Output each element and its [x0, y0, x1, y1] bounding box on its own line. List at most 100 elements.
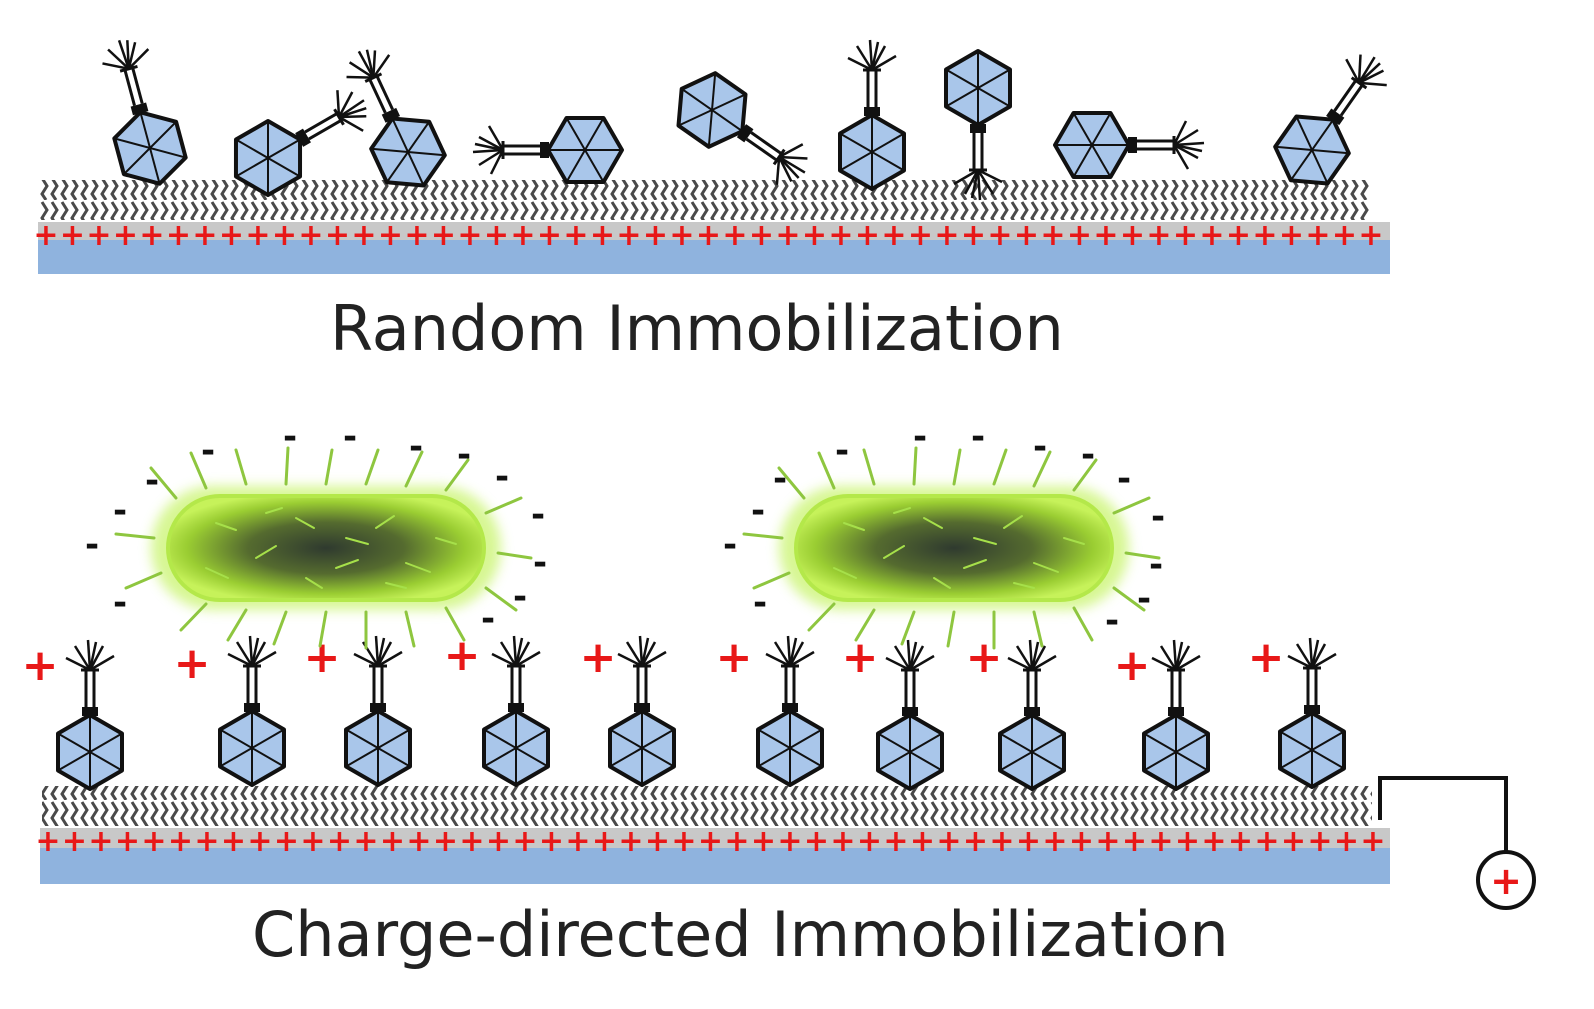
- positive-charge: +: [1173, 218, 1198, 253]
- positive-charge: +: [219, 218, 244, 253]
- positive-charge: +: [828, 218, 853, 253]
- bacteriophage-icon: [608, 634, 676, 787]
- negative-charge: -: [753, 583, 767, 623]
- positive-charge: +: [1226, 218, 1251, 253]
- negative-charge: -: [1137, 579, 1151, 619]
- positive-charge: +: [563, 218, 588, 253]
- positive-charge: +: [457, 218, 482, 253]
- positive-charge: +: [881, 218, 906, 253]
- positive-charge: +: [857, 824, 882, 859]
- bacteriophage-icon: [661, 60, 825, 203]
- negative-charge: -: [145, 461, 159, 501]
- negative-charge: -: [495, 457, 509, 497]
- positive-charge: +: [166, 218, 191, 253]
- positive-charge: +: [378, 218, 403, 253]
- positive-charge: +: [908, 218, 933, 253]
- top-phages: [88, 29, 1405, 207]
- positive-charge: +: [537, 218, 562, 253]
- phage-tip-positive-charges: ++++++++++: [22, 630, 1285, 691]
- positive-charge: +: [62, 824, 87, 859]
- positive-charge: +: [325, 218, 350, 253]
- top-monolayer: [40, 180, 1370, 220]
- positive-charge: +: [1114, 640, 1151, 691]
- positive-charge: +: [1228, 824, 1253, 859]
- positive-charge: +: [722, 218, 747, 253]
- positive-charge: +: [33, 218, 58, 253]
- bacteriophage-icon: [1278, 636, 1346, 789]
- positive-charge: +: [539, 824, 564, 859]
- positive-charge: +: [35, 824, 60, 859]
- bacteriophage-icon: [471, 116, 624, 184]
- positive-charge: +: [1201, 824, 1226, 859]
- positive-charge: +: [245, 218, 270, 253]
- positive-charge: +: [1254, 824, 1279, 859]
- negative-charge: -: [913, 417, 927, 457]
- negative-charge: -: [457, 435, 471, 475]
- positive-charge: +: [1279, 218, 1304, 253]
- positive-charge: +: [934, 218, 959, 253]
- positive-charge: +: [115, 824, 140, 859]
- positive-charge: +: [88, 824, 113, 859]
- bacteriophage-icon: [998, 638, 1066, 791]
- positive-charge: +: [616, 218, 641, 253]
- positive-charge: +: [459, 824, 484, 859]
- negative-charge: -: [343, 417, 357, 457]
- positive-charge: +: [174, 638, 211, 689]
- positive-charge: +: [1014, 218, 1039, 253]
- negative-charge: -: [1149, 545, 1163, 585]
- positive-charge: +: [221, 824, 246, 859]
- positive-charge: +: [1122, 824, 1147, 859]
- positive-charge: +: [1358, 218, 1383, 253]
- positive-charge: +: [1120, 218, 1145, 253]
- positive-charge: +: [749, 218, 774, 253]
- positive-charge: +: [855, 218, 880, 253]
- positive-charge: +: [963, 824, 988, 859]
- negative-charge: -: [835, 431, 849, 471]
- positive-charge: +: [987, 218, 1012, 253]
- positive-charge: +: [353, 824, 378, 859]
- positive-charge: +: [802, 218, 827, 253]
- positive-charge: +: [247, 824, 272, 859]
- bacteriophage-icon: [1053, 111, 1206, 179]
- positive-charge: +: [433, 824, 458, 859]
- bottom-positive-charges: ++++++++++++++++++++++++++++++++++++++++…: [35, 824, 1385, 859]
- bottom-substrate-glass: [40, 828, 1390, 848]
- random-immobilization-caption: Random Immobilization: [330, 292, 1064, 365]
- positive-charge: +: [272, 218, 297, 253]
- negative-charge: -: [1081, 435, 1095, 475]
- positive-charge: +: [580, 632, 617, 683]
- positive-charge: +: [590, 218, 615, 253]
- bacteria-negative-charges: ----------------------------: [85, 417, 1165, 641]
- positive-charge: +: [1148, 824, 1173, 859]
- negative-charge: -: [481, 599, 495, 639]
- positive-charge: +: [989, 824, 1014, 859]
- positive-charge: +: [327, 824, 352, 859]
- positive-charge: +: [716, 632, 753, 683]
- positive-charge: +: [777, 824, 802, 859]
- top-positive-charges: ++++++++++++++++++++++++++++++++++++++++…: [33, 218, 1383, 253]
- positive-charge: +: [961, 218, 986, 253]
- positive-charge: +: [592, 824, 617, 859]
- bottom-phages: [56, 634, 1346, 791]
- negative-charge: -: [531, 495, 545, 535]
- negative-charge: -: [283, 417, 297, 457]
- negative-charge: -: [751, 491, 765, 531]
- bacteriophage-icon: [876, 638, 944, 791]
- positive-charge: +: [830, 824, 855, 859]
- positive-charge: +: [1069, 824, 1094, 859]
- positive-charge: +: [671, 824, 696, 859]
- positive-charge: +: [484, 218, 509, 253]
- bacteriophage-icon: [1142, 638, 1210, 791]
- positive-charge: +: [910, 824, 935, 859]
- negative-charge: -: [113, 583, 127, 623]
- positive-charge: +: [724, 824, 749, 859]
- bacteriophage-icon: [838, 38, 906, 191]
- positive-charge: +: [486, 824, 511, 859]
- positive-charge: +: [883, 824, 908, 859]
- positive-charge: +: [1305, 218, 1330, 253]
- bacterium-icon: [116, 448, 531, 648]
- positive-charge: +: [168, 824, 193, 859]
- top-substrate-base: [38, 240, 1390, 274]
- positive-charge: +: [618, 824, 643, 859]
